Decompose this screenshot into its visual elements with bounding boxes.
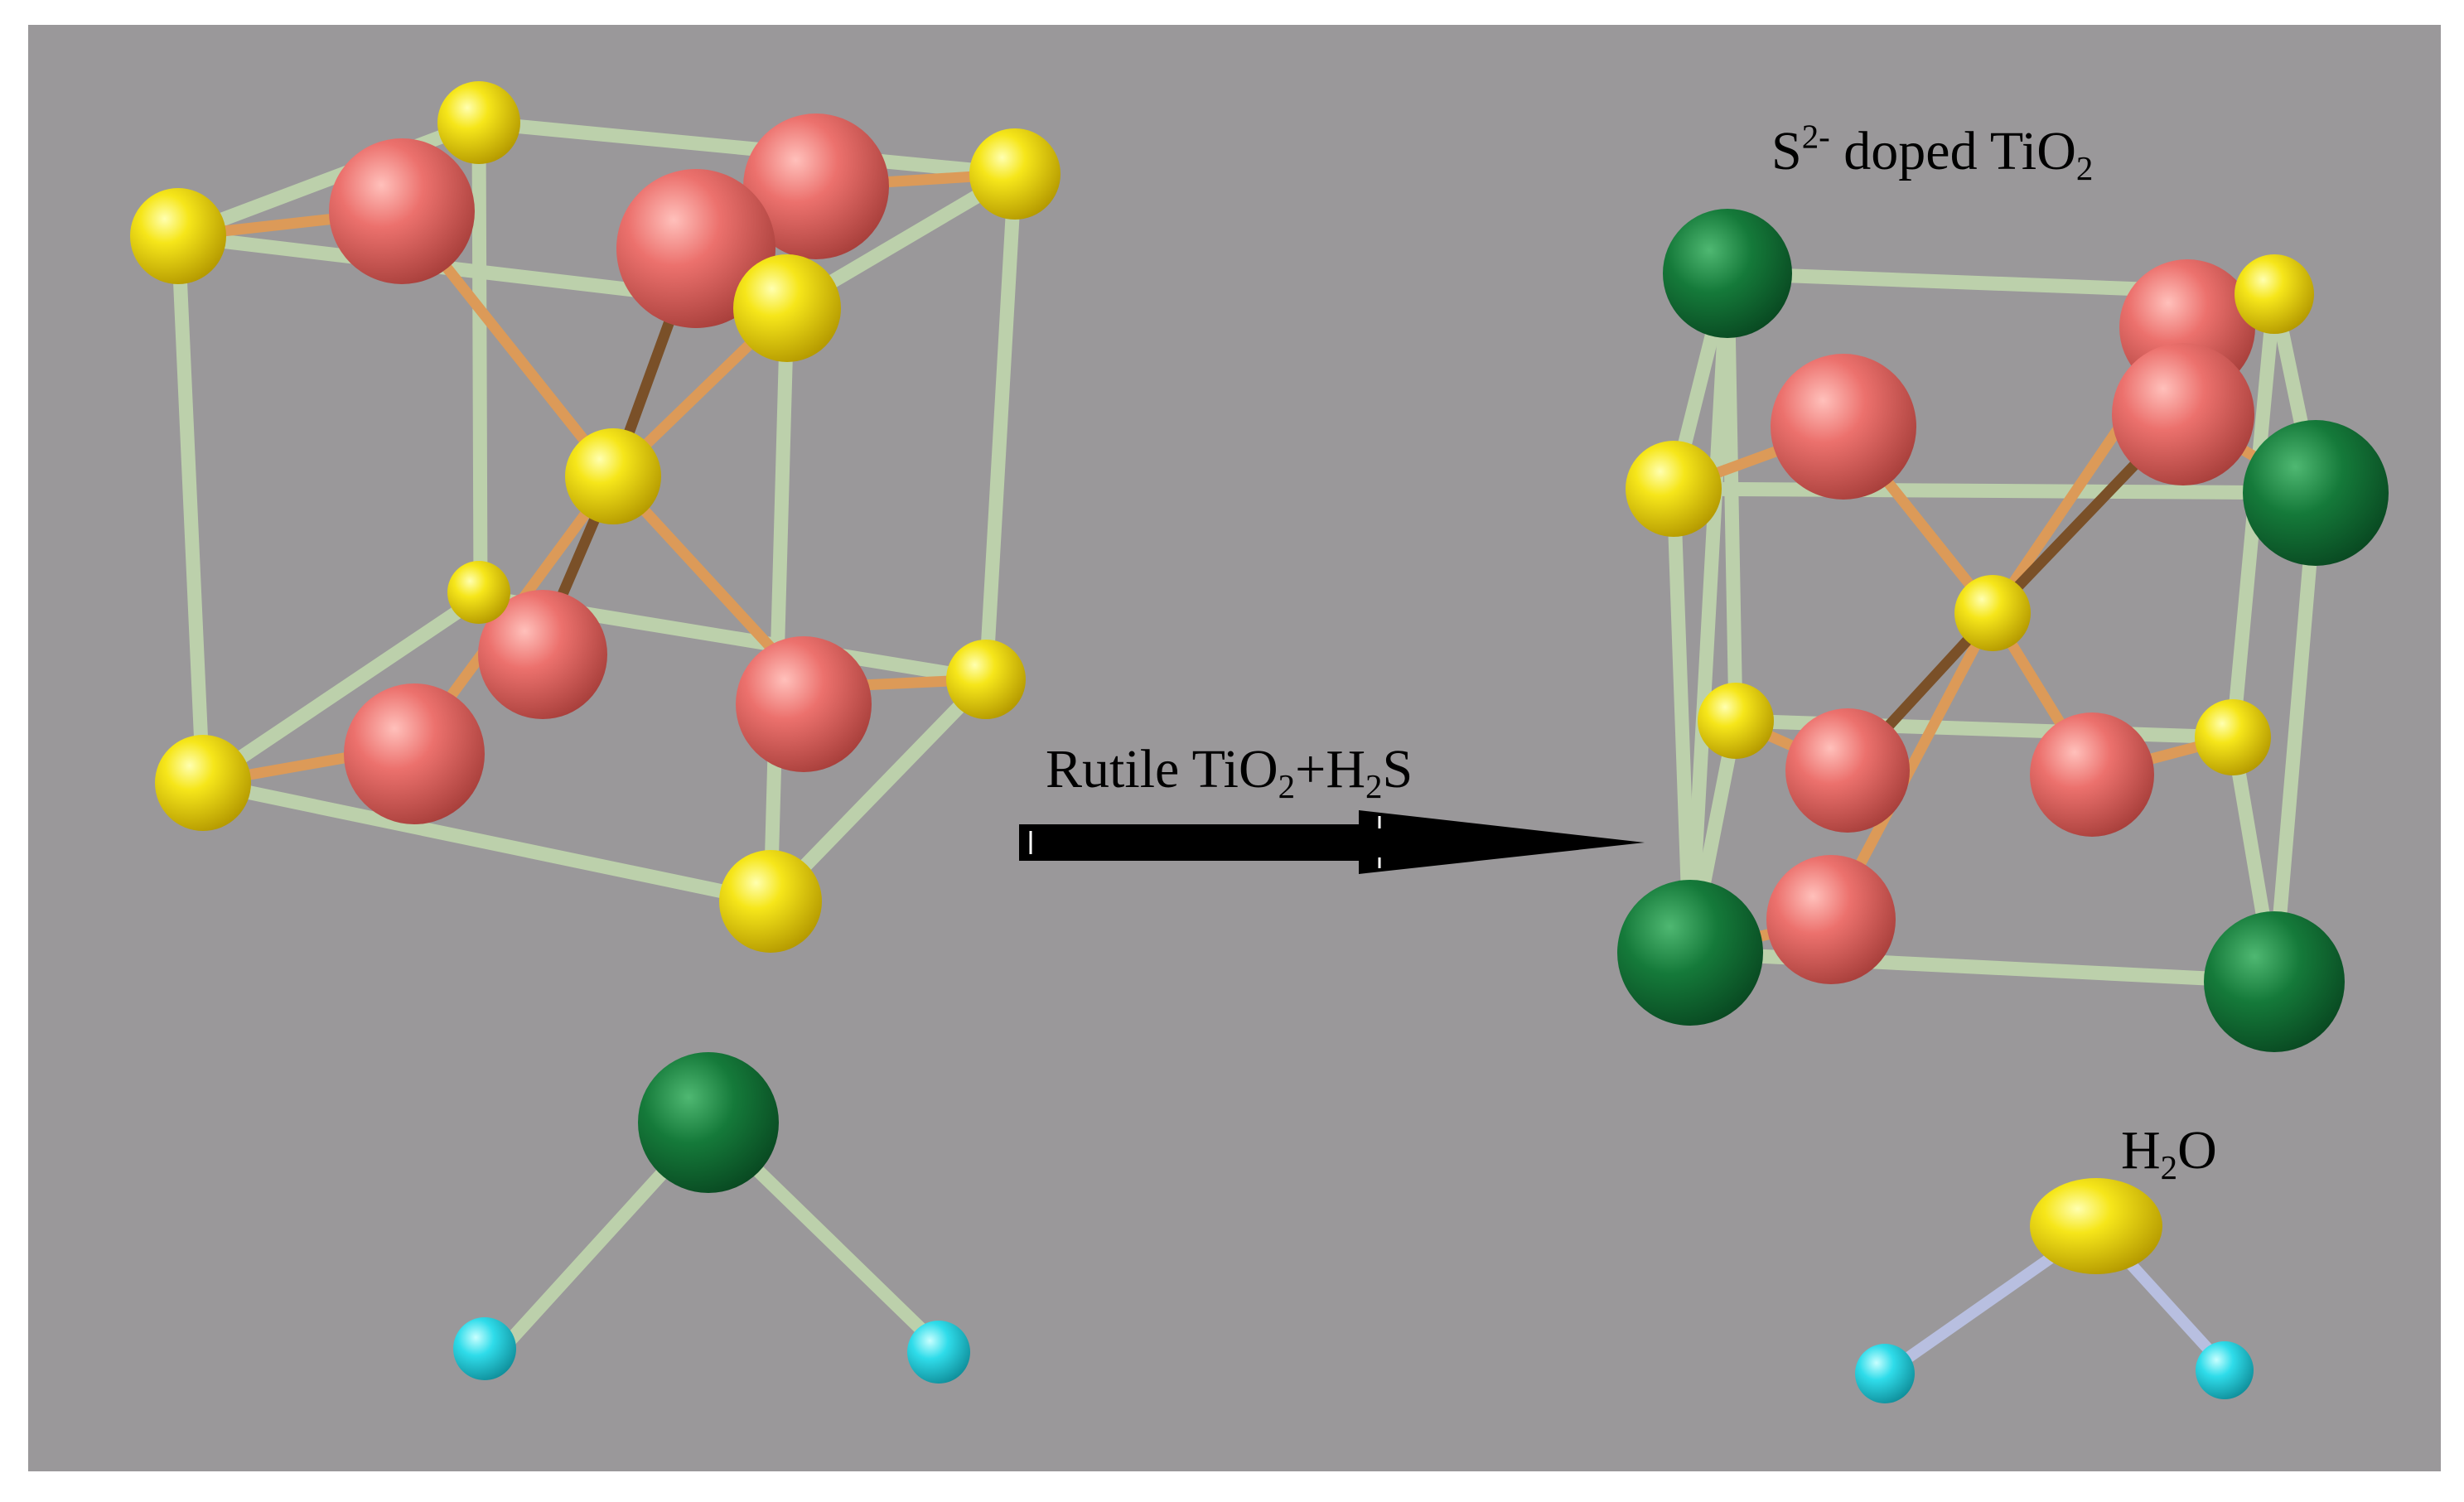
atom-yellow [130,188,226,284]
reaction-label-subscript: 2 [1278,768,1296,806]
atom-cyan [2196,1341,2254,1399]
water-label-part: O [2177,1120,2217,1181]
atom-yellow [969,128,1060,220]
atom-red [1785,708,1910,833]
atom-red [1766,855,1896,984]
atom-cyan [1855,1344,1915,1403]
atom-cyan [907,1321,970,1384]
atom-yellow [565,428,661,524]
atom-green [2243,420,2389,566]
atom-red [344,683,485,824]
atom-yellow [155,735,251,831]
atom-yellow [2030,1178,2162,1274]
reaction-label: Rutile TiO2+H2S [1046,739,1413,804]
reaction-arrow [1019,810,1645,874]
atom-red [1771,354,1916,500]
product-label-part: doped TiO [1829,121,2076,181]
atom-red [329,138,475,284]
atom-yellow [1954,575,2031,651]
atom-red [743,113,889,259]
reaction-label-part: Rutile TiO [1046,739,1278,799]
water-label: H2O [2121,1120,2217,1186]
h2s-molecule [453,1052,970,1384]
atom-green [2204,911,2345,1052]
atom-green [1617,880,1763,1026]
atom-yellow [946,640,1026,719]
atom-red [478,590,607,719]
atom-red [736,636,872,772]
rutile-unit-cell [130,81,1060,953]
atom-yellow [733,254,841,362]
atom-yellow [719,850,822,953]
s-doped-unit-cell [1617,209,2389,1052]
atom-yellow [437,81,520,164]
atom-red [616,169,775,328]
product-label-part: S [1771,121,1802,181]
atom-cyan [453,1317,516,1380]
atom-red [2030,712,2154,837]
atom-yellow [2195,699,2271,775]
reaction-label-part: +H [1295,739,1365,799]
water-label-subscript: 2 [2160,1149,2178,1187]
reaction-label-subscript: 2 [1365,768,1383,806]
h2o-molecule [1855,1178,2254,1403]
atom-green [638,1052,779,1193]
product-label: S2- doped TiO2 [1771,120,2093,186]
atom-yellow [447,561,510,624]
product-label-superscript: 2- [1801,118,1830,156]
product-label-subscript: 2 [2075,150,2094,188]
atom-yellow [1698,683,1774,759]
rutile-atoms [130,81,1060,953]
atom-green [1663,209,1792,338]
reaction-label-part: S [1382,739,1413,799]
doped-atoms [1617,209,2389,1052]
atom-red [2112,343,2254,485]
water-label-part: H [2121,1120,2161,1181]
atom-yellow [2235,254,2314,334]
atom-yellow [1626,441,1722,537]
